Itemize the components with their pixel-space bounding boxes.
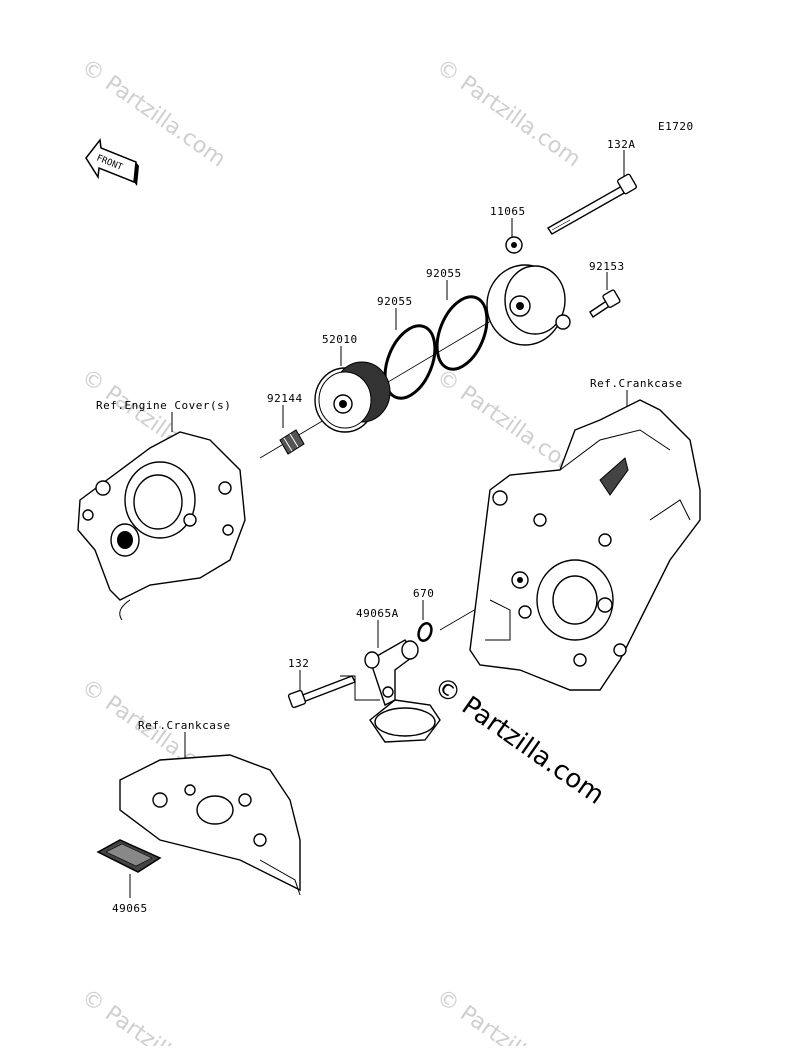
front-arrow-icon: FRONT xyxy=(85,138,139,186)
label-52010: 52010 xyxy=(322,333,358,346)
svg-text:© Partzilla.com: © Partzilla.com xyxy=(432,54,585,172)
watermark-faint: © Partzilla.com xyxy=(432,54,585,172)
label-132A: 132A xyxy=(607,138,636,151)
watermark-faint: © Partzilla.com xyxy=(77,984,230,1050)
screen-49065-icon xyxy=(96,839,162,873)
label-92153: 92153 xyxy=(589,260,625,273)
svg-text:© Partzilla.com: © Partzilla.com xyxy=(77,984,230,1046)
o-ring-92055-outer-icon xyxy=(435,295,489,371)
o-ring-92055-inner-icon xyxy=(383,324,437,400)
filter-cover-11065-icon xyxy=(486,236,571,346)
svg-text:© Partzilla.com: © Partzilla.com xyxy=(432,984,585,1046)
diagram-code: E1720 xyxy=(658,120,694,133)
label-49065A: 49065A xyxy=(356,607,399,620)
engine-cover-reference-icon xyxy=(77,431,246,621)
label-11065: 11065 xyxy=(490,205,526,218)
label-ref-crankcase-lower: Ref.Crankcase xyxy=(138,719,231,732)
oil-filter-52010-icon xyxy=(314,361,391,433)
label-92055-outer: 92055 xyxy=(426,267,462,280)
crankcase-reference-right-icon xyxy=(469,399,701,691)
label-670: 670 xyxy=(413,587,434,600)
bolt-132-icon xyxy=(287,675,356,709)
spring-92144-icon xyxy=(279,429,305,455)
o-ring-670-icon xyxy=(417,622,433,642)
label-ref-crankcase-right: Ref.Crankcase xyxy=(590,377,683,390)
strainer-pipe-49065A-icon xyxy=(364,639,441,743)
watermark-main: © Partzilla.com xyxy=(428,671,610,811)
crankcase-reference-lower-icon xyxy=(119,754,301,896)
watermark-faint: © Partzilla.com xyxy=(432,984,585,1050)
label-49065: 49065 xyxy=(112,902,148,915)
bolt-92153-icon xyxy=(589,289,621,318)
label-132: 132 xyxy=(288,657,309,670)
label-ref-engine-cover: Ref.Engine Cover(s) xyxy=(96,399,231,412)
bolt-132A-icon xyxy=(547,173,638,235)
svg-text:© Partzilla.com: © Partzilla.com xyxy=(428,671,610,811)
label-92055-inner: 92055 xyxy=(377,295,413,308)
label-92144: 92144 xyxy=(267,392,303,405)
